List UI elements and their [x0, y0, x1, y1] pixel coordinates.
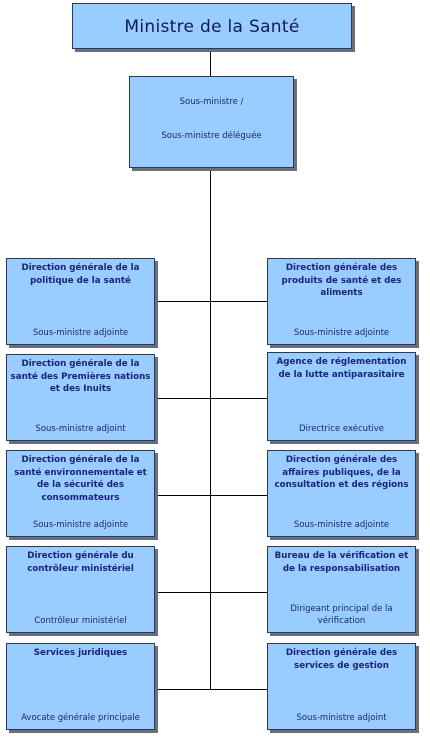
connector-row-2 [155, 398, 267, 399]
unit-name: Services juridiques [33, 648, 128, 658]
unit-box-right-2: Agence de réglementation de la lutte ant… [267, 352, 416, 441]
deputy-title: Sous-ministre / [179, 97, 244, 107]
connector-row-5 [155, 689, 267, 690]
unit-box-left-5: Services juridiques Avocate générale pri… [6, 643, 155, 730]
unit-head: Sous-ministre adjointe [293, 328, 390, 338]
unit-box-left-4: Direction générale du contrôleur ministé… [6, 546, 155, 633]
unit-box-left-2: Direction générale de la santé des Premi… [6, 354, 155, 441]
unit-box-left-1: Direction générale de la politique de la… [6, 258, 155, 345]
unit-name: Direction générale des affaires publique… [274, 455, 409, 490]
unit-head: Sous-ministre adjointe [32, 520, 129, 530]
unit-box-right-3: Direction générale des affaires publique… [267, 450, 416, 537]
unit-head: Contrôleur ministériel [34, 616, 127, 626]
connector-trunk [210, 168, 211, 690]
unit-head: Sous-ministre adjointe [293, 520, 390, 530]
associate-deputy-title: Sous-ministre déléguée [161, 131, 262, 141]
unit-head: Avocate générale principale [21, 713, 140, 723]
connector-row-1 [155, 301, 267, 302]
unit-head: Dirigeant principal de la vérification [290, 604, 393, 626]
unit-name: Direction générale du contrôleur ministé… [27, 551, 134, 574]
deputy-minister-box: Sous-ministre / Sous-ministre déléguée [129, 76, 294, 168]
unit-head: Sous-ministre adjoint [35, 424, 126, 434]
unit-box-left-3: Direction générale de la santé environne… [6, 450, 155, 537]
unit-name: Direction générale de la politique de la… [21, 263, 140, 286]
minister-box: Ministre de la Santé [72, 3, 352, 49]
unit-name: Direction générale de la santé des Premi… [10, 359, 151, 394]
unit-name: Direction générale de la santé environne… [14, 455, 147, 503]
unit-name: Agence de réglementation de la lutte ant… [276, 357, 407, 380]
unit-name: Bureau de la vérification et de la respo… [274, 551, 409, 574]
unit-box-right-4: Bureau de la vérification et de la respo… [267, 546, 416, 633]
unit-name: Direction générale des services de gesti… [285, 648, 398, 671]
unit-head: Directrice exécutive [298, 424, 384, 434]
unit-head: Sous-ministre adjoint [296, 713, 387, 723]
connector-row-4 [155, 592, 267, 593]
minister-title: Ministre de la Santé [124, 17, 300, 37]
unit-box-right-5: Direction générale des services de gesti… [267, 643, 416, 730]
unit-head: Sous-ministre adjointe [32, 328, 129, 338]
connector-minister-deputy [210, 49, 211, 76]
connector-row-3 [155, 495, 267, 496]
unit-box-right-1: Direction générale des produits de santé… [267, 258, 416, 345]
unit-name: Direction générale des produits de santé… [281, 263, 402, 298]
